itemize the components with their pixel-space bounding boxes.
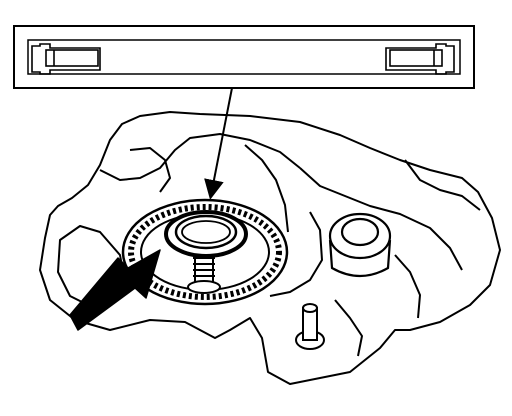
inset-roller-left — [31, 43, 101, 75]
inset-roller-right — [385, 43, 455, 75]
locating-arrow — [69, 249, 161, 331]
detail-inset-panel — [13, 25, 475, 89]
inset-leader-line — [204, 87, 233, 200]
inset-bearing-strip — [27, 39, 461, 75]
dowel-pin — [295, 303, 325, 350]
thrust-bearing — [164, 210, 248, 258]
case-boss — [328, 212, 392, 278]
